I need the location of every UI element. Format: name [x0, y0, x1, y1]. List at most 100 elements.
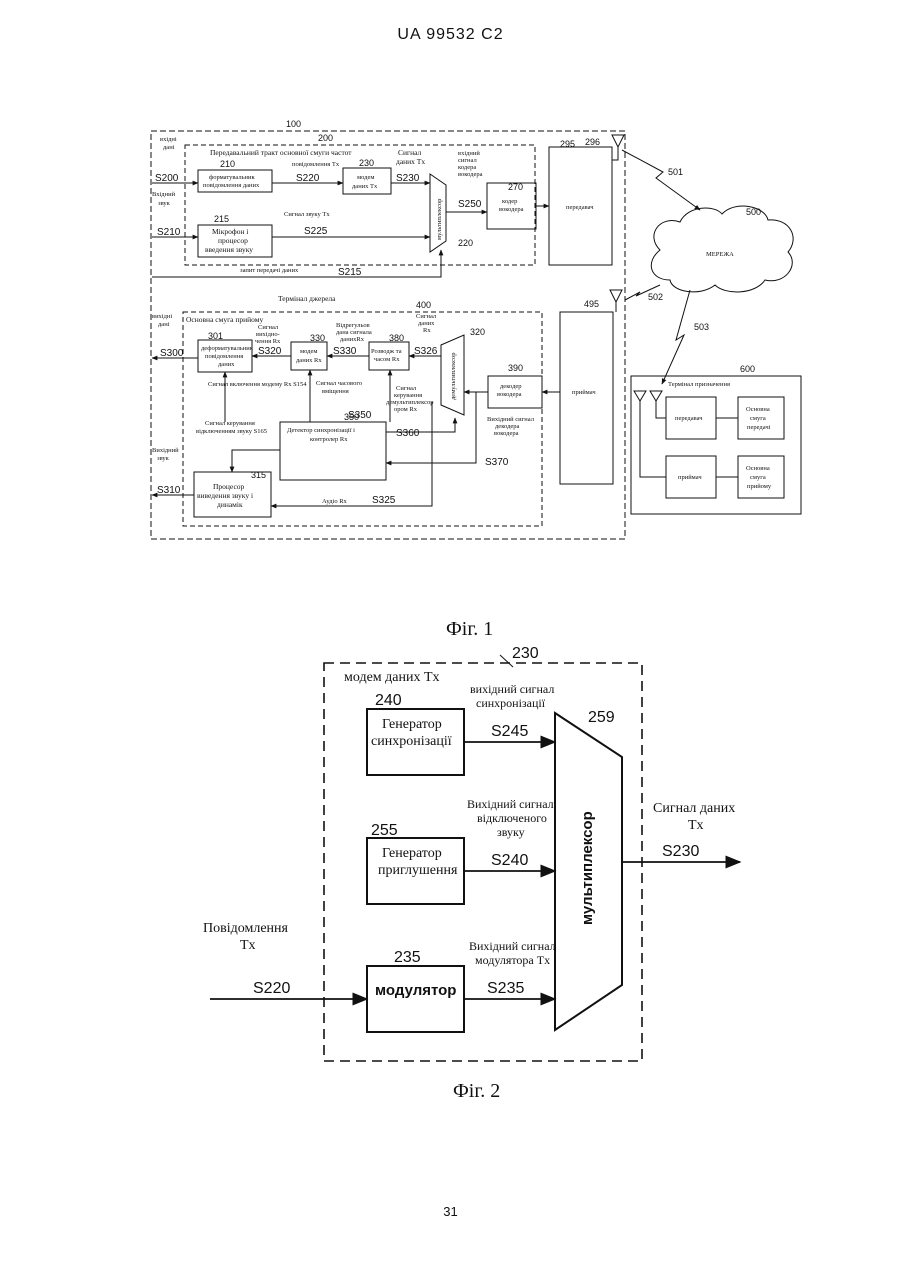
- sync-gen-label-1: Генератор: [382, 717, 442, 732]
- mute-gen-label-2: приглушення: [378, 863, 458, 878]
- tx-data-label-1: Сигнал даних: [653, 801, 735, 816]
- lbl-rx-data-3: Rx: [423, 327, 431, 334]
- sync-gen-label-2: синхронізації: [371, 734, 452, 749]
- ref-600: 600: [740, 364, 755, 374]
- ref-210: 210: [220, 159, 235, 169]
- ref-501: 501: [668, 167, 683, 177]
- sig-S360: S360: [396, 428, 420, 439]
- lbl-voc-out-3: кодера: [458, 164, 476, 171]
- lbl-dest-rx-bb-3: прийому: [747, 483, 772, 490]
- ref-315: 315: [251, 470, 266, 480]
- link-503: [662, 290, 690, 384]
- lbl-rxmodem-en-3: чення Rx: [255, 338, 281, 345]
- lbl-rxmodem-en-2: вихідно-: [256, 331, 280, 338]
- ref-380: 380: [389, 333, 404, 343]
- lbl-deformatter-1: деформатувальник: [201, 345, 254, 352]
- fig2-ref-235: 235: [394, 949, 421, 966]
- lbl-voc-dec-1: декодер: [500, 383, 522, 390]
- mute-out-label-3: звуку: [497, 825, 525, 839]
- sig-S230: S230: [396, 173, 420, 184]
- sig-S320: S320: [258, 346, 282, 357]
- lbl-sync-det-2: контролер Rx: [310, 436, 348, 443]
- lbl-tx-modem-1: модем: [357, 174, 374, 181]
- lbl-rx-modem-2: даних Rx: [296, 357, 322, 364]
- lbl-speaker-3: динамік: [217, 500, 243, 509]
- sig-S220: S220: [296, 173, 320, 184]
- figure-2-caption: Фіг. 2: [453, 1080, 500, 1102]
- sig-S325: S325: [372, 495, 396, 506]
- sig-S300: S300: [160, 348, 184, 359]
- figure-2: [210, 655, 740, 1061]
- ref-400: 400: [416, 300, 431, 310]
- lbl-timing-rec-1: Сигнал часового: [316, 380, 362, 387]
- sig-S210: S210: [157, 227, 181, 238]
- lbl-timing-rec-2: вміщення: [322, 388, 349, 395]
- fig2-ref-259: 259: [588, 709, 615, 726]
- lbl-sync-det-1: Детектор синхронізації і: [287, 427, 355, 434]
- lbl-tx-modem-2: даних Tx: [352, 183, 378, 190]
- lbl-rx-modem-1: модем: [300, 348, 317, 355]
- lbl-voc-dec-out-2: декодера: [495, 423, 520, 430]
- sync-out-label-1: вихідний сигнал: [470, 682, 554, 696]
- mute-gen-label-1: Генератор: [382, 846, 442, 861]
- lbl-demux-ctrl-2: керування: [394, 392, 422, 399]
- ref-320: 320: [470, 327, 485, 337]
- rx-modem-block: [291, 342, 327, 370]
- lbl-deformatter-2: повідомлення: [205, 353, 243, 360]
- modulator-label: модулятор: [375, 982, 456, 999]
- ref-500: 500: [746, 207, 761, 217]
- lbl-receiver: приймач: [572, 389, 596, 396]
- sig-S330: S330: [333, 346, 357, 357]
- lbl-rx-path-title: Основна смуга прийому: [186, 315, 264, 324]
- lbl-vkhidnyi-zvuk-1: Вхідний: [152, 191, 176, 198]
- sync-out-label-2: синхронізації: [476, 696, 546, 710]
- mute-out-label-2: відключеного: [477, 811, 547, 825]
- lbl-voc-enc-2: вокодера: [499, 206, 524, 213]
- lbl-voc-dec-out-3: вокодера: [494, 430, 519, 437]
- lbl-audio-tx: Сигнал звуку Tx: [284, 211, 330, 218]
- fig2-title: модем даних Tx: [344, 670, 440, 685]
- rx-antenna-icon: [610, 290, 622, 312]
- lbl-demux-ctrl-4: ором Rx: [394, 406, 418, 413]
- mod-out-label-1: Вихідний сигнал: [469, 939, 556, 953]
- lbl-voc-out-1: вхідний: [458, 150, 480, 157]
- lbl-transmitter: передавач: [566, 204, 594, 211]
- page-number: 31: [0, 1204, 901, 1219]
- lbl-dest-tx-bb-2: смуга: [750, 415, 766, 422]
- figure-2-labels: 230 модем даних Tx 240 255 235 259 Генер…: [203, 645, 735, 1102]
- lbl-vykh-zvuk-2: звук: [157, 455, 170, 462]
- mod-out-label-2: модулятора Tx: [475, 953, 550, 967]
- lbl-vkhidnyi-zvuk-2: звук: [158, 200, 171, 207]
- figure-1-labels: 100 200 210 215 220 230 270 295 296 501 …: [152, 119, 772, 640]
- lbl-voc-out-4: вокодера: [458, 171, 483, 178]
- link-501: [622, 150, 700, 210]
- lbl-dest-tx-bb-1: Основна: [746, 406, 770, 413]
- sig-S350: S350: [348, 410, 372, 421]
- lbl-tx-message: повідомлення Tx: [292, 161, 340, 168]
- lbl-mic-2: процесор: [218, 236, 248, 245]
- lbl-dest-terminal: Термінал призначення: [668, 381, 730, 388]
- lbl-speaker-1: Процесор: [213, 482, 245, 491]
- fig2-ref-240: 240: [375, 692, 402, 709]
- lbl-dest-rx-bb-2: смуга: [750, 474, 766, 481]
- lbl-tx-data-2: даних Tx: [396, 157, 425, 166]
- ref-502: 502: [648, 292, 663, 302]
- lbl-tx-mux: мультиплексор: [436, 199, 443, 240]
- lbl-rxmodem-en-1: Сигнал: [258, 324, 279, 331]
- lbl-audio-rx: Аудіо Rx: [322, 498, 348, 505]
- lbl-source-terminal: Термінал джерела: [278, 294, 336, 303]
- lbl-demux-ctrl-1: Сигнал: [396, 385, 417, 392]
- sig-S200: S200: [155, 173, 179, 184]
- lbl-demux-ctrl-3: демультиплексор: [386, 399, 434, 406]
- ref-495: 495: [584, 299, 599, 309]
- lbl-voc-dec-2: вокодера: [497, 391, 522, 398]
- lbl-rx-timing-2: часом Rx: [374, 356, 400, 363]
- lbl-dest-tx-bb-3: передачі: [747, 424, 771, 431]
- lbl-rx-rec-3: данихRx: [340, 336, 365, 343]
- lbl-vykhidni-dani-1: вихідні: [152, 313, 172, 320]
- ref-390: 390: [508, 363, 523, 373]
- receiver-block: [560, 312, 613, 484]
- ref-215: 215: [214, 214, 229, 224]
- lbl-tx-path-title: Передавальний тракт основної смуги часто…: [210, 148, 352, 157]
